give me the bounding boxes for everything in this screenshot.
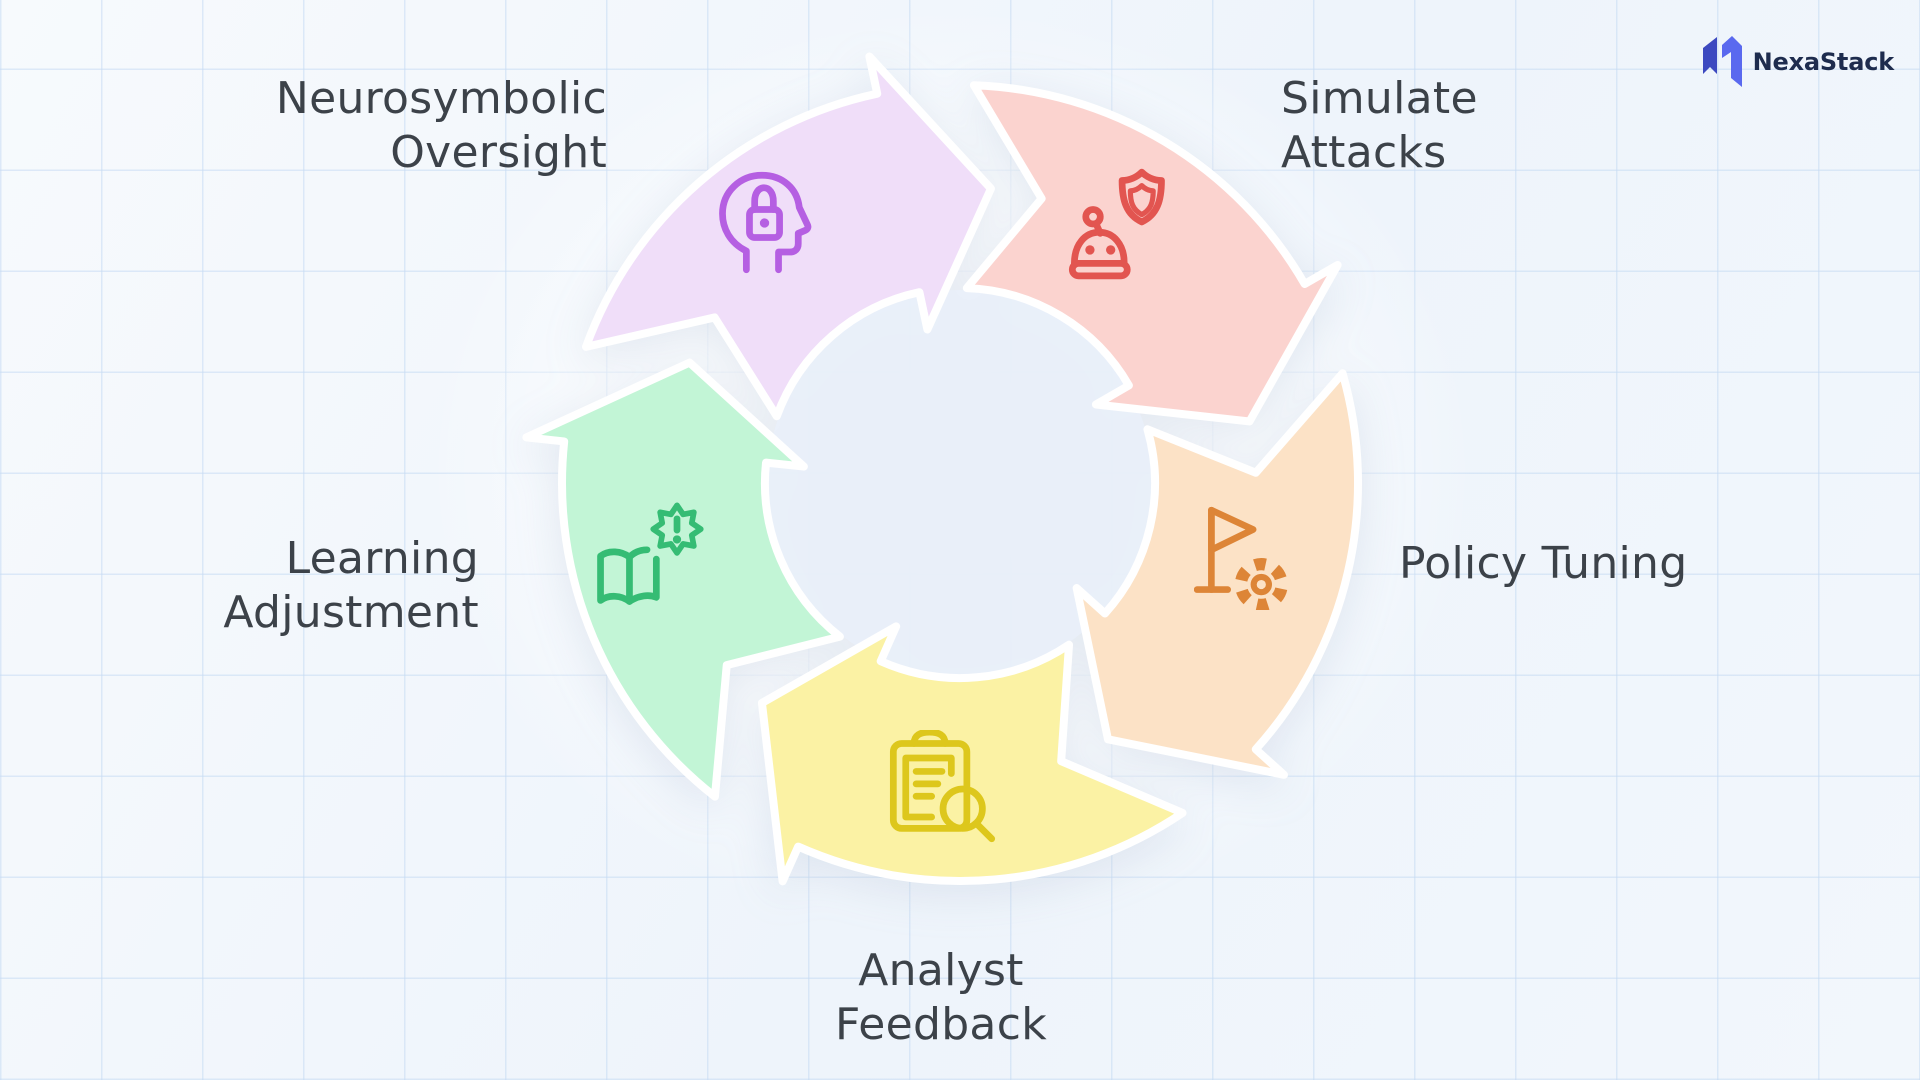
flag-gear-icon xyxy=(1194,506,1288,610)
label-neurosymbolic-oversight: Neurosymbolic Oversight xyxy=(276,72,607,179)
label-line: Oversight xyxy=(390,126,607,178)
nexastack-logo-icon xyxy=(1702,36,1742,87)
book-alert-icon xyxy=(597,502,704,605)
label-line: Adjustment xyxy=(223,586,479,638)
head-lock-icon xyxy=(719,171,812,274)
label-line: Learning xyxy=(285,533,479,584)
label-line: Simulate xyxy=(1281,73,1478,124)
cycle-center-disc xyxy=(767,290,1153,676)
label-analyst-feedback: Analyst Feedback xyxy=(741,944,1141,1051)
clipboard-search-icon xyxy=(889,730,996,843)
label-learning-adjustment: Learning Adjustment xyxy=(223,532,479,639)
label-line: Attacks xyxy=(1281,126,1447,178)
brand-name: NexaStack xyxy=(1752,48,1895,76)
brand-logo: NexaStack xyxy=(1699,34,1894,90)
cycle-diagram xyxy=(460,0,1460,983)
label-line: Analyst xyxy=(858,945,1024,996)
robot-shield-icon xyxy=(1068,168,1165,280)
label-simulate-attacks: Simulate Attacks xyxy=(1281,72,1478,179)
label-line: Neurosymbolic xyxy=(275,73,607,124)
label-line: Policy Tuning xyxy=(1399,538,1688,589)
label-policy-tuning: Policy Tuning xyxy=(1399,537,1687,591)
label-line: Feedback xyxy=(835,998,1047,1050)
